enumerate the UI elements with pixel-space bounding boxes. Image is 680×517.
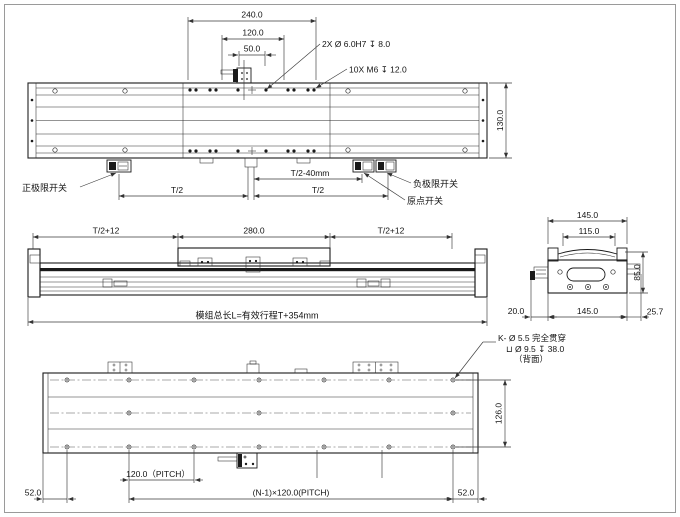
negative-limit-switch (375, 159, 397, 173)
dim-126: 126.0 (456, 379, 511, 448)
motor-connector-bottom (217, 452, 258, 469)
dim-t2-left-text: T/2 (171, 185, 184, 195)
switch-block-left (107, 361, 133, 374)
callout-dowel-holes: 2X Ø 6.0H7 ↧ 8.0 (266, 39, 390, 90)
origin-switch (352, 159, 375, 173)
sheet-border (4, 4, 676, 513)
section-shaft (626, 263, 641, 275)
dim-120-text: 120.0 (242, 28, 264, 38)
carriage-hole-row-top (188, 86, 316, 94)
hole-row-bottom (64, 444, 456, 450)
hole-row-top (64, 377, 456, 383)
center-tab (244, 157, 258, 168)
dim-240-text: 240.0 (241, 10, 263, 20)
label-origin-switch: 原点开关 (363, 172, 443, 206)
sensor-tab-flat (294, 368, 308, 374)
dim-t2-minus-40-text: T/2-40mm (291, 168, 330, 178)
dim-pitch-n: (N-1)×120.0(PITCH) (129, 450, 454, 503)
switch-block-right-pair (352, 361, 399, 374)
dim-t2-plus12-right-text: T/2+12 (378, 226, 405, 236)
callout-tap-text: 10X M6 ↧ 12.0 (349, 65, 407, 75)
label-negative-limit-text: 负极限开关 (413, 178, 458, 189)
dim-50: 50.0 (228, 44, 276, 66)
callout-k-line2: ⊔ Ø 9.5 ↧ 38.0 (506, 344, 564, 354)
bottom-body (42, 372, 479, 454)
dim-85-text: 85.0 (632, 264, 642, 281)
side-carriage (177, 247, 331, 273)
bottom-view: K- Ø 5.5 完全贯穿 ⊔ Ø 9.5 ↧ 38.0 （背面） 126.0 … (25, 333, 566, 503)
dim-25-7: 25.7 (619, 274, 664, 321)
plan-carriage (182, 83, 331, 168)
dim-145-top-text: 145.0 (577, 210, 599, 220)
dim-t2-left: T/2 (118, 167, 249, 200)
dim-t2-plus12-right: T/2+12 (330, 226, 453, 249)
plan-body (27, 82, 488, 159)
callout-dowel-text: 2X Ø 6.0H7 ↧ 8.0 (322, 39, 390, 49)
section-side-connector (530, 266, 549, 280)
dim-total-length-text: 模组总长L=有效行程T+354mm (195, 310, 318, 321)
bottom-hole-pattern (64, 377, 456, 450)
dim-pitch-text: 120.0（PITCH） (126, 469, 190, 479)
dim-85: 85.0 (625, 251, 648, 294)
dim-120: 120.0 (221, 28, 285, 80)
dim-t2-right: T/2 (254, 174, 389, 200)
hole-row-middle (126, 410, 456, 416)
dim-total-length: 模组总长L=有效行程T+354mm (27, 298, 488, 326)
section-view: 145.0 115.0 85.0 20.0 145.0 (508, 210, 664, 321)
section-body (530, 247, 641, 294)
label-negative-limit: 负极限开关 (386, 172, 458, 189)
side-body (27, 248, 488, 298)
dim-240: 240.0 (187, 10, 317, 80)
dim-145-top: 145.0 (547, 210, 628, 244)
dim-52-right: 52.0 (444, 453, 487, 503)
callout-k-line3: （背面） (514, 354, 548, 364)
callout-tapped-holes: 10X M6 ↧ 12.0 (315, 65, 407, 89)
dim-115: 115.0 (562, 226, 616, 246)
callout-k-line1: K- Ø 5.5 完全贯穿 (498, 333, 566, 343)
plan-view: 240.0 120.0 50.0 2X Ø 6.0H7 ↧ 8.0 10X M6… (22, 10, 512, 206)
label-positive-limit: 正极限开关 (22, 172, 117, 193)
dim-126-text: 126.0 (494, 403, 504, 425)
dim-t2-plus12-left-text: T/2+12 (93, 226, 120, 236)
bottom-switch-blocks (107, 360, 399, 374)
dim-50-text: 50.0 (244, 44, 261, 54)
dim-52-left: 52.0 (25, 450, 76, 503)
carriage-hole-row-bottom (188, 147, 316, 155)
dim-115-text: 115.0 (579, 226, 600, 236)
dim-130: 130.0 (489, 82, 512, 159)
dim-pitch: 120.0（PITCH） (120, 450, 203, 503)
dim-280-text: 280.0 (243, 226, 265, 236)
motor-connector-top (220, 60, 252, 100)
dim-20-text: 20.0 (508, 306, 525, 316)
sensor-tab-small (246, 360, 260, 374)
dim-145-bottom: 145.0 (548, 293, 628, 321)
callout-counterbore: K- Ø 5.5 完全贯穿 ⊔ Ø 9.5 ↧ 38.0 （背面） (454, 333, 566, 379)
label-positive-limit-text: 正极限开关 (22, 182, 67, 193)
dim-pitch-n-text: (N-1)×120.0(PITCH) (253, 488, 330, 498)
dim-52-right-text: 52.0 (458, 488, 475, 498)
label-origin-text: 原点开关 (407, 195, 443, 206)
dim-145-bottom-text: 145.0 (577, 306, 599, 316)
dim-52-left-text: 52.0 (25, 488, 42, 498)
side-view: T/2+12 280.0 T/2+12 模组总长L=有效行程T+354mm (27, 226, 488, 326)
positive-limit-switch (106, 159, 132, 173)
dim-25-7-text: 25.7 (647, 307, 664, 317)
dim-130-text: 130.0 (495, 110, 505, 132)
dim-t2-right-text: T/2 (312, 185, 325, 195)
